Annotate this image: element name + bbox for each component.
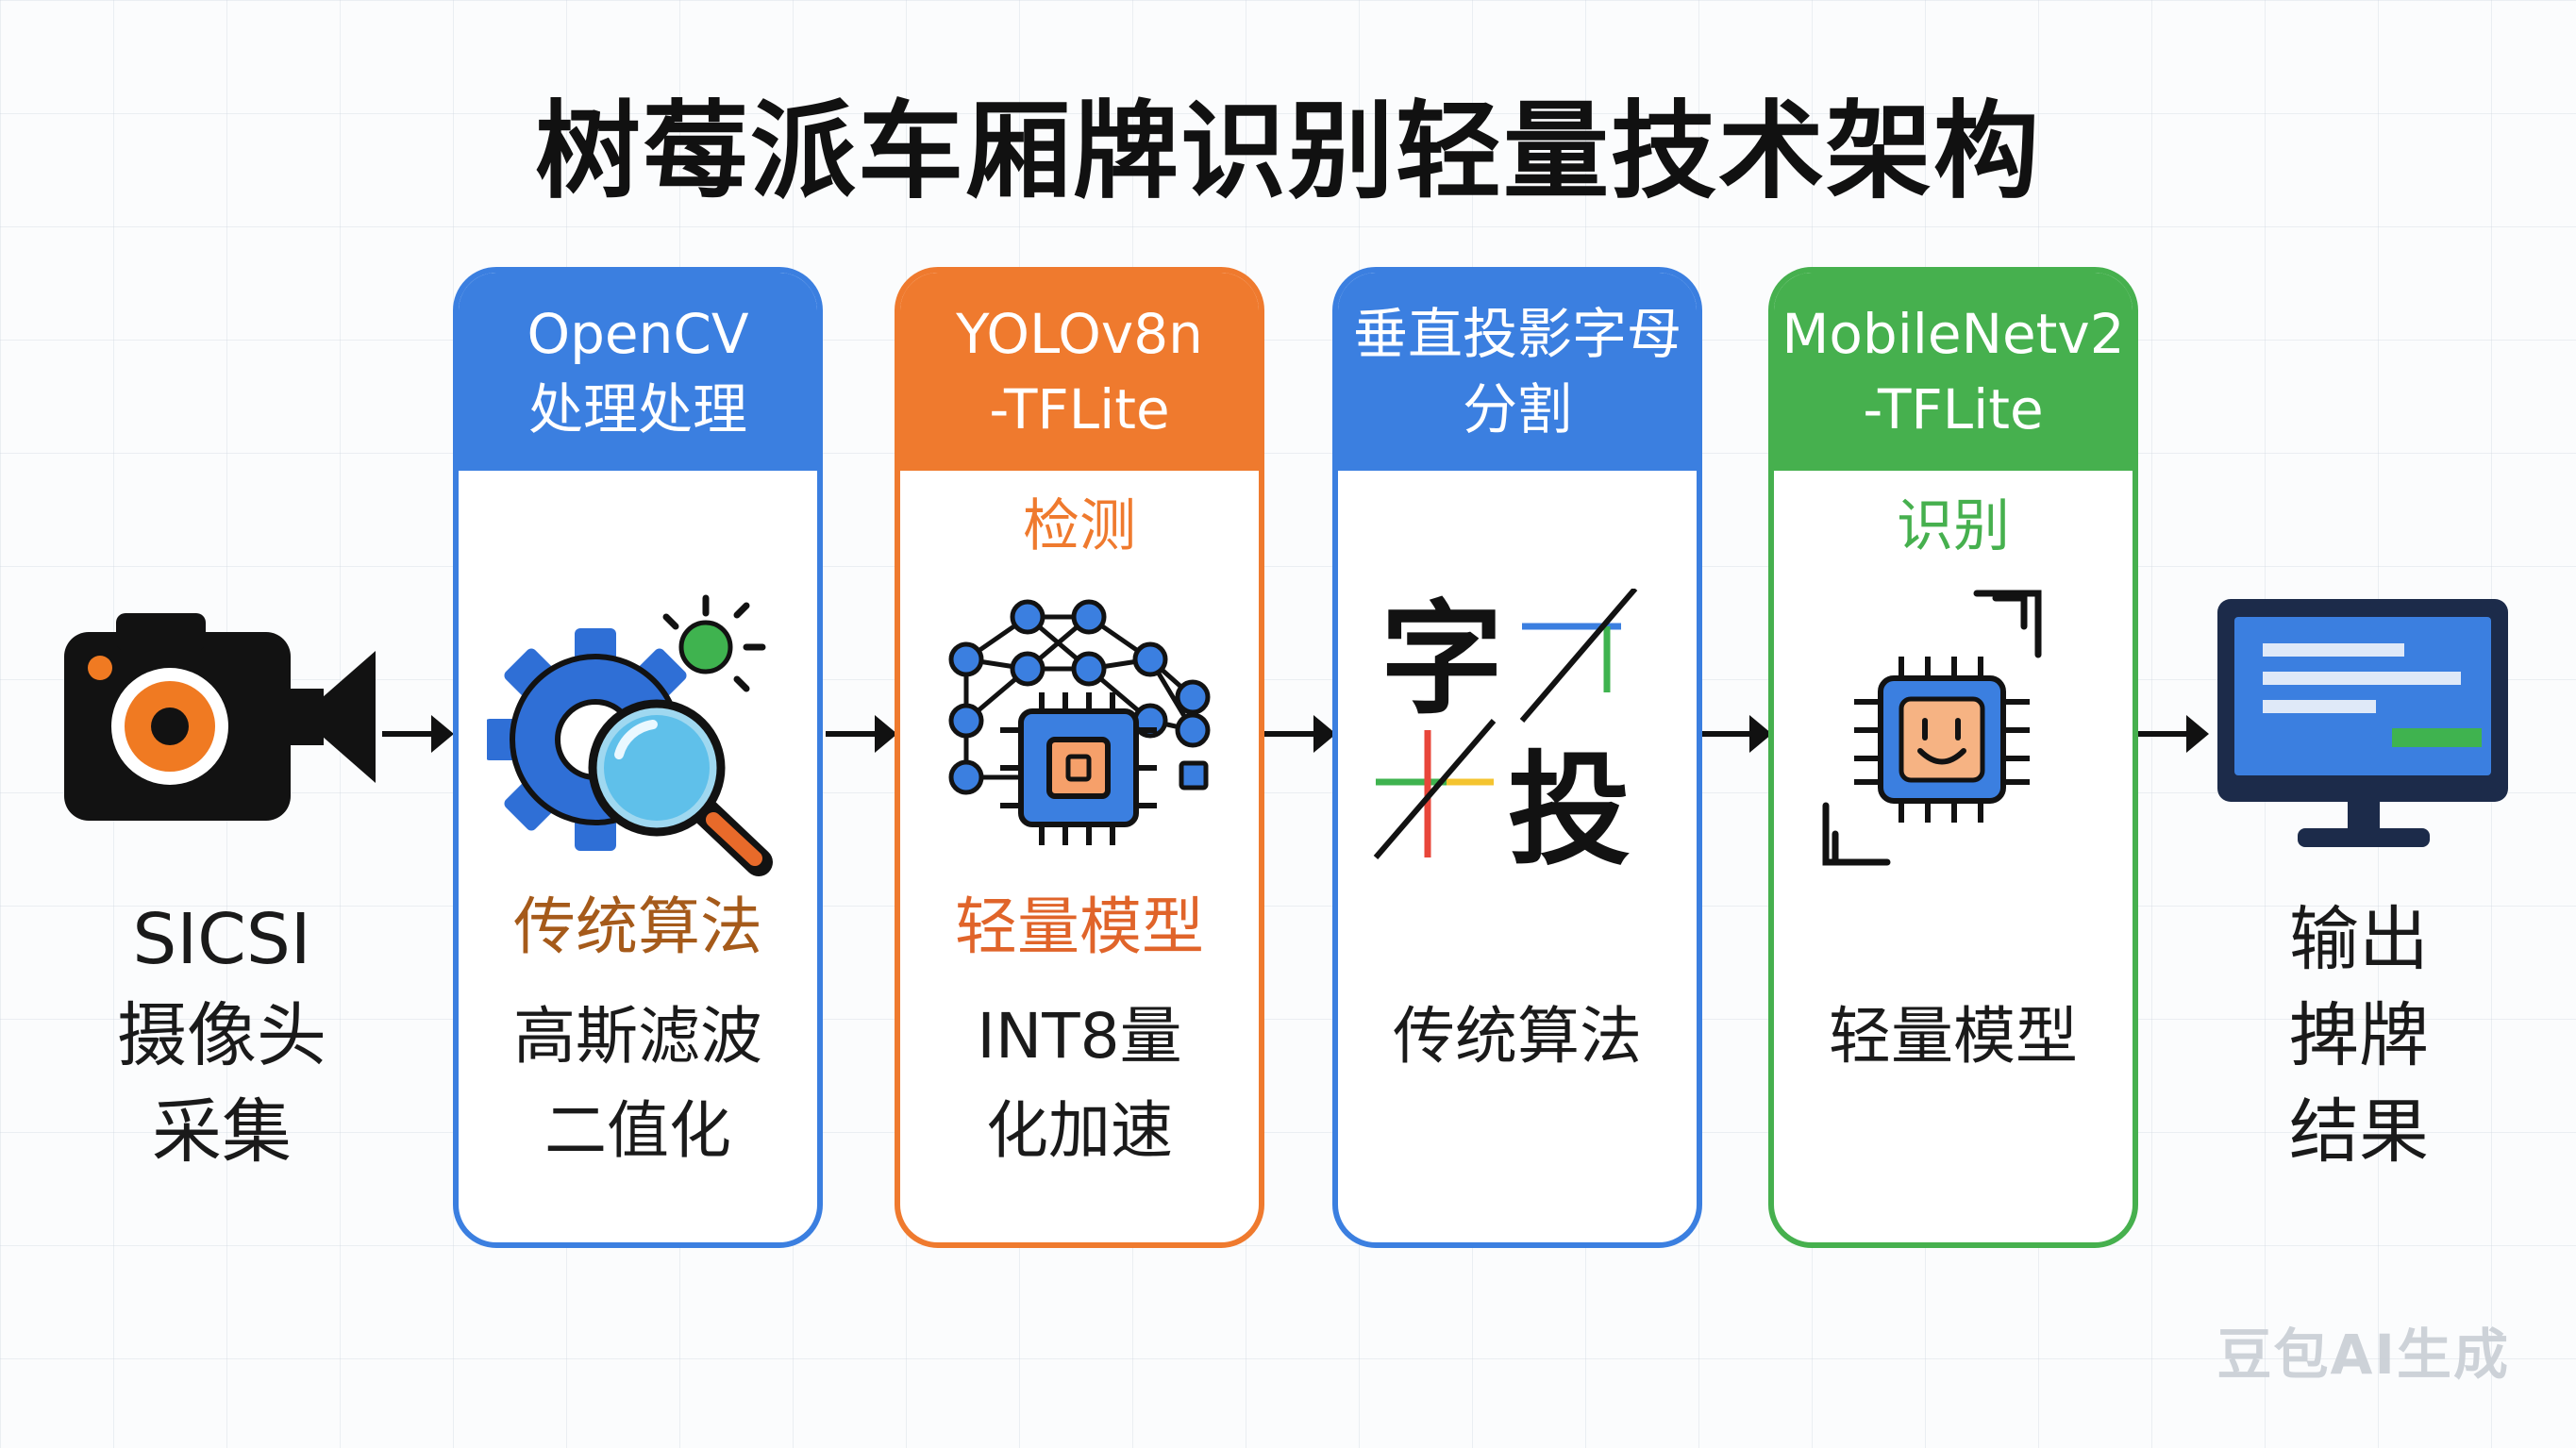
- stage-mobilenet-card: MobileNetv2 -TFLite 识别: [1768, 267, 2138, 1248]
- flow-arrow-1: [382, 715, 454, 753]
- ai-chip-scan-icon: [1774, 589, 2133, 881]
- stage-opencv-card: OpenCV 处理处理: [453, 267, 823, 1248]
- stage-yolo-sub: 检测: [1023, 493, 1136, 559]
- input-label: SICSI 摄像头 采集: [117, 899, 326, 1173]
- character-split-icon: 字 投: [1338, 589, 1697, 881]
- flow-arrow-2: [826, 715, 897, 753]
- stage-yolo-header: YOLOv8n -TFLite: [900, 273, 1259, 471]
- stage-segmentation-header: 垂直投影字母 分割: [1338, 273, 1697, 471]
- stage-yolo-tag: 轻量模型: [955, 890, 1204, 963]
- stage-segmentation-card: 垂直投影字母 分割 字 投 传统算法: [1332, 267, 1702, 1248]
- gear-magnifier-icon: [459, 589, 817, 881]
- flow-arrow-4: [1700, 715, 1772, 753]
- stage-opencv-tag: 传统算法: [513, 890, 762, 963]
- neural-chip-icon: [900, 589, 1259, 881]
- stage-segmentation-desc: 传统算法: [1393, 1000, 1642, 1073]
- flow-arrow-5: [2137, 715, 2209, 753]
- flow-arrow-3: [1264, 715, 1336, 753]
- output-label: 输出 捭牌 结果: [2289, 899, 2429, 1173]
- page-title: 树莓派车厢牌识别轻量技术架构: [535, 91, 2041, 213]
- monitor-icon: [2208, 594, 2519, 862]
- stage-mobilenet-sub: 识别: [1897, 493, 2010, 559]
- stage-yolo-desc: INT8量 化加速: [977, 1000, 1182, 1167]
- stage-mobilenet-header: MobileNetv2 -TFLite: [1774, 273, 2133, 471]
- camera-icon: [64, 613, 385, 824]
- stage-opencv-header: OpenCV 处理处理: [459, 273, 817, 471]
- watermark: 豆包AI生成: [2216, 1323, 2510, 1387]
- stage-opencv-desc: 高斯滤波 二值化: [513, 1000, 762, 1167]
- stage-mobilenet-desc: 轻量模型: [1829, 1000, 2078, 1073]
- split-glyph-tou: 投: [1508, 739, 1631, 872]
- stage-yolo-card: YOLOv8n -TFLite 检测: [895, 267, 1264, 1248]
- split-glyph-zi: 字: [1380, 589, 1503, 731]
